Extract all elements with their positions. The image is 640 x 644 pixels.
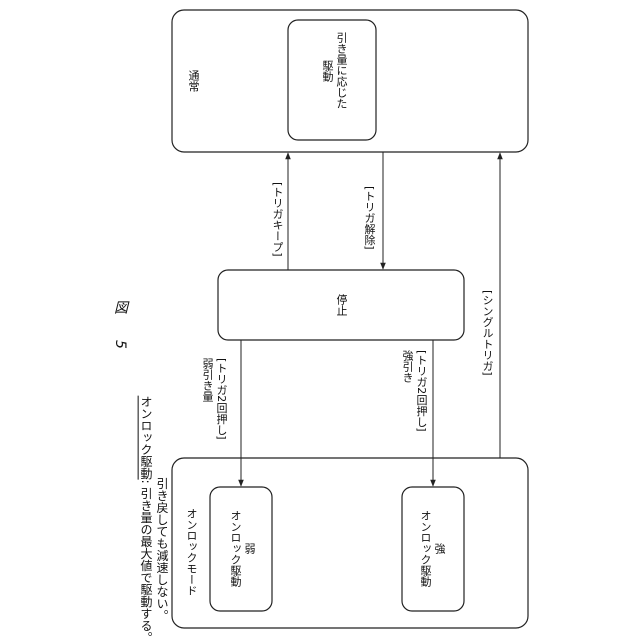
label-double-strong: [トリガ2回押し] 強引き: [400, 350, 428, 432]
label-trigger-release: [トリガ解除]: [362, 186, 376, 250]
state-onlock-strong-label: 強 オンロック駆動: [418, 510, 446, 587]
label-single-trigger: [シングルトリガ]: [480, 290, 494, 376]
note-line1: : 引き量の最大値で駆動する。: [139, 480, 153, 644]
note-line2: 引き戻しても減速しない。: [155, 478, 169, 622]
note-term: オンロック駆動: [139, 396, 153, 480]
state-onlock-title: オンロックモード: [184, 508, 198, 596]
label-trigger-keep: [トリガキープ]: [270, 182, 284, 257]
state-onlock-weak-label: 弱 オンロック駆動: [228, 510, 256, 587]
state-onlock-box: [172, 458, 528, 628]
note-line2-block: 引き戻しても減速しない。: [154, 470, 186, 622]
state-stop-title: 停止: [334, 294, 348, 316]
state-normal-title: 通常: [186, 70, 200, 92]
state-normal-box: [172, 10, 528, 152]
state-normal-inner-label: 引き量に応じた 駆動: [320, 32, 348, 109]
label-double-weak: [トリガ2回押し] 弱引き量: [200, 358, 228, 440]
figure-label: 図 5: [110, 300, 130, 355]
